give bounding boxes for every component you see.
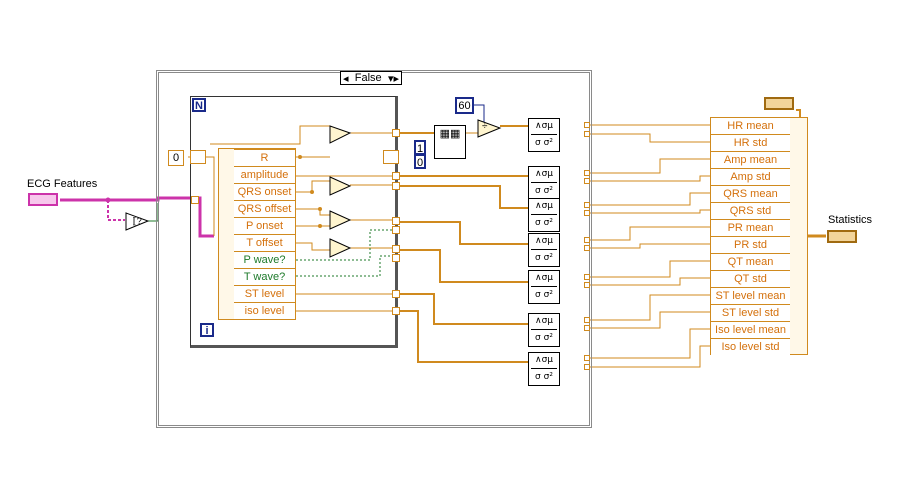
case-tunnel [584,202,590,208]
loop-count-terminal: N [192,98,206,112]
loop-tunnel [392,182,400,190]
loop-tunnel [392,290,400,298]
bundle-field: Amp mean [711,151,790,168]
case-tunnel [584,355,590,361]
unbundle-field: amplitude [234,166,295,183]
stat-top: ∧σμ [531,168,557,183]
stat-bottom: σ σ² [535,333,553,343]
shift-register-left [190,150,206,164]
loop-tunnel [392,245,400,253]
statistics-label: Statistics [828,214,873,226]
bundle-field: ST level mean [711,287,790,304]
stat-node[interactable]: ∧σμ σ σ² [528,313,560,347]
stat-top: ∧σμ [531,354,557,369]
case-tunnel [584,131,590,137]
stat-bottom: σ σ² [535,218,553,228]
bundle-field: PR mean [711,219,790,236]
stat-bottom: σ σ² [535,138,553,148]
constant-zero[interactable]: 0 [414,154,426,169]
statistics-indicator[interactable] [827,230,857,243]
case-tunnel [584,122,590,128]
constant-one[interactable]: 1 [414,140,426,155]
case-tunnel [584,364,590,370]
loop-tunnel [392,217,400,225]
divide-label: ÷ [482,121,488,132]
bundle-field: QRS mean [711,185,790,202]
bundle-field: QT std [711,270,790,287]
stat-node[interactable]: ∧σμ σ σ² [528,270,560,304]
stat-top: ∧σμ [531,120,557,135]
stat-top: ∧σμ [531,272,557,287]
loop-tunnel [392,226,400,234]
loop-tunnel [392,172,400,180]
array-subset-node[interactable]: ▦▦ [434,125,466,159]
stat-top: ∧σμ [531,235,557,250]
input-tunnel [191,196,199,204]
case-tunnel [584,170,590,176]
index-constant[interactable]: 0 [168,150,184,166]
case-tunnel [584,325,590,331]
stat-bottom: σ σ² [535,186,553,196]
case-next-icon[interactable]: ▾▸ [387,72,399,85]
bundle-field: QRS std [711,202,790,219]
stat-node[interactable]: ∧σμ σ σ² [528,166,560,200]
cluster-constant[interactable] [764,97,794,110]
loop-tunnel [392,254,400,262]
bundle-field: Amp std [711,168,790,185]
case-selector-value: False [354,72,382,84]
unbundle-field: QRS offset [234,200,295,217]
index-array-node[interactable]: ⟦? [126,213,148,230]
stat-node[interactable]: ∧σμ σ σ² [528,118,560,152]
bundle-field: ST level std [711,304,790,321]
unbundle-field: P wave? [234,251,295,268]
ecg-features-terminal[interactable] [28,193,58,206]
case-prev-icon[interactable]: ◂ [343,72,349,85]
loop-iteration-terminal: i [200,323,214,337]
case-tunnel [584,210,590,216]
bundle-field: HR std [711,134,790,151]
array-grid-icon: ▦▦ [439,128,461,140]
unbundle-field: P onset [234,217,295,234]
stat-bottom: σ σ² [535,290,553,300]
stat-node[interactable]: ∧σμ σ σ² [528,233,560,267]
bundle-field: HR mean [711,117,790,134]
stat-node[interactable]: ∧σμ σ σ² [528,198,560,232]
case-tunnel [584,237,590,243]
unbundle-field: iso level [234,302,295,319]
case-tunnel [584,317,590,323]
case-tunnel [584,245,590,251]
stat-bottom: σ σ² [535,253,553,263]
loop-tunnel [392,307,400,315]
case-selector[interactable]: ◂ False ▾▸ [340,71,402,85]
loop-tunnel [392,129,400,137]
stat-node[interactable]: ∧σμ σ σ² [528,352,560,386]
case-tunnel [584,282,590,288]
case-tunnel [584,274,590,280]
unbundle-field: R [234,149,295,166]
bundle-field: PR std [711,236,790,253]
bundle-field: QT mean [711,253,790,270]
unbundle-field: ST level [234,285,295,302]
bundle-field: Iso level mean [711,321,790,338]
case-tunnel [584,178,590,184]
ecg-features-label: ECG Features [27,178,98,190]
constant-sixty[interactable]: 60 [455,97,474,114]
stat-bottom: σ σ² [535,372,553,382]
unbundle-field: T wave? [234,268,295,285]
shift-register-right [383,150,399,164]
bundle-field: Iso level std [711,338,790,355]
stat-top: ∧σμ [531,200,557,215]
index-array-icon: ⟦? [132,216,142,226]
stat-top: ∧σμ [531,315,557,330]
unbundle-field: T offset [234,234,295,251]
unbundle-field: QRS onset [234,183,295,200]
